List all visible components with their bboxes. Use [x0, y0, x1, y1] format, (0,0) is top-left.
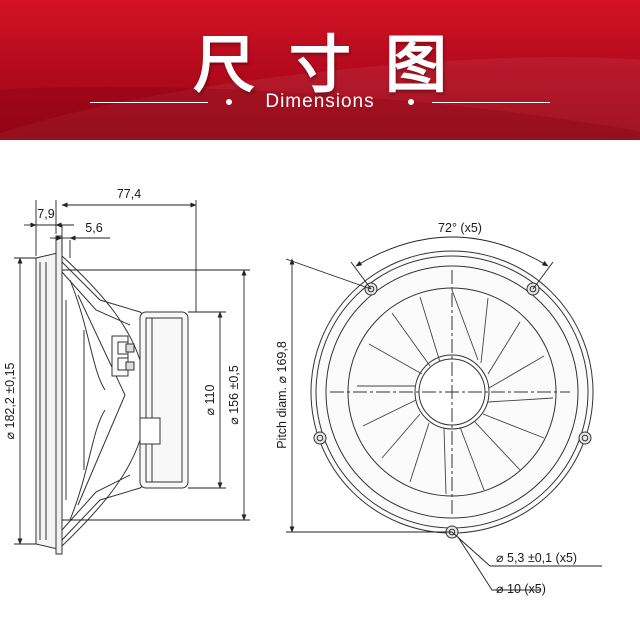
- dim-cutout-diameter-label: ⌀ 156 ±0,5: [227, 365, 241, 425]
- divider-dot: [226, 99, 232, 105]
- dim-small-hole-label: ⌀ 5,3 ±0,1 (x5): [496, 551, 577, 565]
- header-banner: 尺寸图 Dimensions: [0, 0, 640, 140]
- page-title: 尺寸图: [192, 28, 481, 101]
- dim-flange-label: 7,9: [37, 207, 54, 221]
- dim-outer-diameter-label: ⌀ 182,2 ±0,15: [3, 362, 17, 439]
- side-view: [35, 235, 189, 555]
- subtitle-row: Dimensions: [90, 90, 550, 116]
- dim-magnet-diameter-label: ⌀ 110: [203, 384, 217, 415]
- divider-line: [432, 102, 550, 103]
- front-dimensions: [285, 236, 602, 591]
- dim-depth-label: 77,4: [117, 187, 141, 201]
- divider-dot: [408, 99, 414, 105]
- dim-angle-label: 72° (x5): [438, 221, 482, 235]
- cone-blades: [357, 289, 554, 495]
- dim-large-hole-label: ⌀ 10 (x5): [496, 582, 546, 596]
- front-view: [310, 250, 594, 539]
- side-dimensions: [14, 200, 250, 545]
- dim-pitch-label: Pitch diam. ⌀ 169,8: [275, 341, 289, 449]
- dim-frame-label: 5,6: [85, 221, 102, 235]
- divider-line: [90, 102, 208, 103]
- page-subtitle: Dimensions: [265, 91, 375, 112]
